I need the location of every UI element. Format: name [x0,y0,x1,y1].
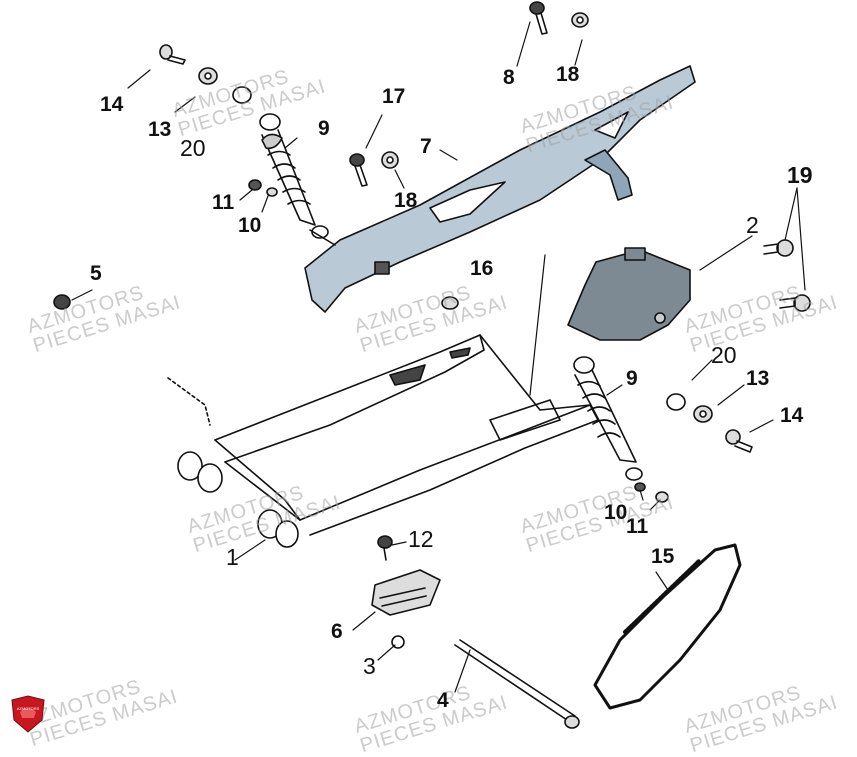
callout-10: 10 [604,501,628,524]
exploded-parts-diagram: AZMOTORS PIECES MASAI AZMOTORS PIECES MA… [11,1,840,757]
callout-7: 7 [420,135,432,158]
callout-13: 13 [148,118,172,141]
callout-5: 5 [90,262,102,285]
callout-6: 6 [331,620,343,643]
callout-11: 11 [212,191,235,214]
part-5 [53,294,71,310]
bolt-8 [529,1,548,35]
washer-18-top [571,12,589,28]
callout-14: 14 [100,93,124,116]
washer-20-top [232,86,252,104]
part-16 [441,296,459,310]
callout-14: 14 [780,404,804,427]
azmotors-logo [11,695,45,733]
callout-18: 18 [556,63,580,86]
callout-19: 19 [787,162,813,188]
swing-arm [167,254,599,548]
callout-20: 20 [711,342,737,368]
leader-lines [71,21,806,693]
callout-18: 18 [394,189,418,212]
bolt-19-lower [779,294,811,312]
callout-15: 15 [651,545,675,568]
callout-3: 3 [363,653,376,679]
chain-guard [304,65,696,313]
nut-10-11-right [634,482,669,503]
callout-13: 13 [746,367,770,390]
bolt-14-right [725,429,753,453]
callout-20: 20 [180,135,206,161]
callout-11: 11 [626,515,649,538]
callout-4: 4 [437,689,449,712]
bolt-14-top [159,44,186,65]
callout-12: 12 [408,526,434,552]
washer-18-mid [381,151,399,169]
nut-11-top [248,179,278,197]
callout-17: 17 [382,85,406,108]
parts-artwork [53,1,811,729]
washer-13-top [198,67,218,85]
callout-9: 9 [626,367,638,390]
callout-10: 10 [238,214,262,237]
chain-slider-6 [371,569,441,616]
washer-13-right [693,405,713,423]
callout-8: 8 [503,66,515,89]
callout-9: 9 [318,117,330,140]
callout-2: 2 [746,212,759,238]
chain-cover [567,247,691,341]
callout-16: 16 [470,257,494,280]
logo-text: AZMOTORS [16,706,40,711]
drive-chain-15 [593,543,742,710]
callout-1: 1 [226,544,239,570]
shock-absorber-left [259,113,336,246]
axle-4 [454,639,580,729]
bolt-12 [377,535,393,561]
bolt-19-upper [763,239,794,257]
washer-20-right [666,393,686,411]
bolt-17 [349,153,368,187]
shock-absorber-right [573,356,643,481]
